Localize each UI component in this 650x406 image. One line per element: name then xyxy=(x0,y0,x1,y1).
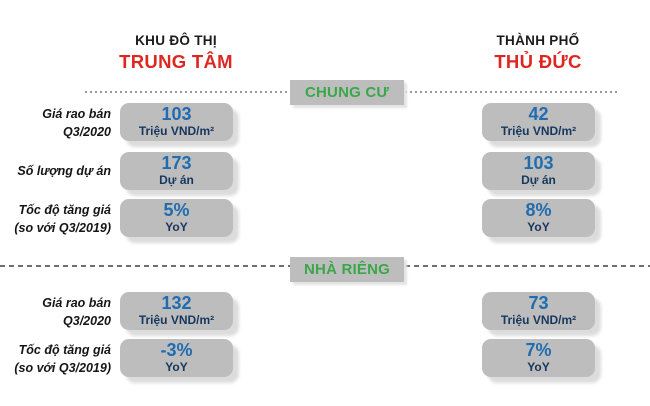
stat-box-chung-cu-gia-thu-duc: 42 Triệu VND/m² xyxy=(482,103,595,141)
stat-value: 132 xyxy=(161,292,192,313)
column-header-trung-tam-line1: KHU ĐÔ THỊ xyxy=(135,33,217,48)
section-title-chung-cu: CHUNG CƯ xyxy=(290,80,404,105)
stat-unit: Triệu VND/m² xyxy=(138,312,215,327)
metric-label-line1: Giá rao bán xyxy=(42,107,111,121)
metric-label-line2: (so với Q3/2019) xyxy=(14,221,111,236)
stat-value: 7% xyxy=(525,339,552,360)
metric-label-line1: Số lượng dự án xyxy=(17,164,111,178)
stat-value: -3% xyxy=(160,339,193,360)
stat-box-chung-cu-gia-trung-tam: 103 Triệu VND/m² xyxy=(120,103,233,141)
metric-label-line2: (so với Q3/2019) xyxy=(14,361,111,376)
stat-unit: Triệu VND/m² xyxy=(500,312,577,327)
metric-label-line1: Giá rao bán xyxy=(42,296,111,310)
stat-unit: YoY xyxy=(165,359,188,374)
stat-box-nha-rieng-yoy-trung-tam: -3% YoY xyxy=(120,339,233,377)
stat-value: 8% xyxy=(525,199,552,220)
stat-unit: YoY xyxy=(165,219,188,234)
metric-label-line2: Q3/2020 xyxy=(63,314,111,329)
stat-box-nha-rieng-yoy-thu-duc: 7% YoY xyxy=(482,339,595,377)
stat-box-chung-cu-du-an-thu-duc: 103 Dự án xyxy=(482,152,595,190)
metric-label-line2: Q3/2020 xyxy=(63,125,111,140)
stat-value: 103 xyxy=(161,103,192,124)
metric-label-toc-do-tang-gia-chung-cu: Tốc độ tăng giá (so với Q3/2019) xyxy=(0,201,111,237)
stat-box-chung-cu-yoy-trung-tam: 5% YoY xyxy=(120,199,233,237)
metric-label-gia-rao-ban-chung-cu: Giá rao bán Q3/2020 xyxy=(0,105,111,141)
stat-value: 5% xyxy=(163,199,190,220)
column-header-thu-duc-line1: THÀNH PHỐ xyxy=(496,33,580,48)
stat-value: 103 xyxy=(523,152,554,173)
metric-label-toc-do-tang-gia-nha-rieng: Tốc độ tăng giá (so với Q3/2019) xyxy=(0,341,111,377)
stat-unit: Triệu VND/m² xyxy=(138,123,215,138)
metric-label-line1: Tốc độ tăng giá xyxy=(18,203,111,217)
stat-box-nha-rieng-gia-trung-tam: 132 Triệu VND/m² xyxy=(120,292,233,330)
stat-unit: Dự án xyxy=(521,172,556,187)
stat-unit: YoY xyxy=(527,359,550,374)
stat-unit: Dự án xyxy=(159,172,194,187)
section-title-nha-rieng: NHÀ RIÊNG xyxy=(290,257,404,282)
stat-box-chung-cu-du-an-trung-tam: 173 Dự án xyxy=(120,152,233,190)
stat-box-nha-rieng-gia-thu-duc: 73 Triệu VND/m² xyxy=(482,292,595,330)
column-header-thu-duc-line2: THỦ ĐỨC xyxy=(494,51,582,73)
stat-value: 73 xyxy=(528,292,549,313)
column-header-thu-duc: THÀNH PHỐ THỦ ĐỨC xyxy=(458,33,618,72)
metric-label-so-luong-du-an: Số lượng dự án xyxy=(0,162,111,180)
section-title-chung-cu-label: CHUNG CƯ xyxy=(304,84,390,101)
stat-value: 42 xyxy=(528,103,549,124)
stat-value: 173 xyxy=(161,152,192,173)
stat-box-chung-cu-yoy-thu-duc: 8% YoY xyxy=(482,199,595,237)
metric-label-gia-rao-ban-nha-rieng: Giá rao bán Q3/2020 xyxy=(0,294,111,330)
column-header-trung-tam-line2: TRUNG TÂM xyxy=(119,51,233,73)
section-title-nha-rieng-label: NHÀ RIÊNG xyxy=(304,261,390,278)
stat-unit: Triệu VND/m² xyxy=(500,123,577,138)
column-header-trung-tam: KHU ĐÔ THỊ TRUNG TÂM xyxy=(96,33,256,72)
stat-unit: YoY xyxy=(527,219,550,234)
metric-label-line1: Tốc độ tăng giá xyxy=(18,343,111,357)
